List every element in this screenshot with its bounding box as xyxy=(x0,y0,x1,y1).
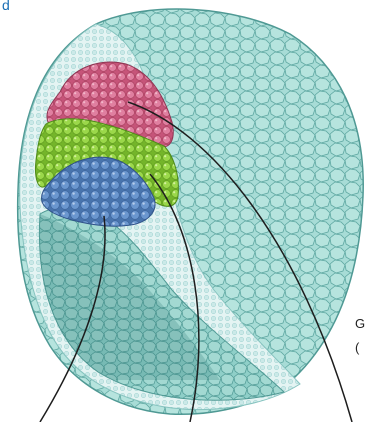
edge-label-line-2: ( xyxy=(355,340,359,355)
edge-label-line-1: G xyxy=(355,316,365,331)
panel-letter: d xyxy=(2,0,10,13)
